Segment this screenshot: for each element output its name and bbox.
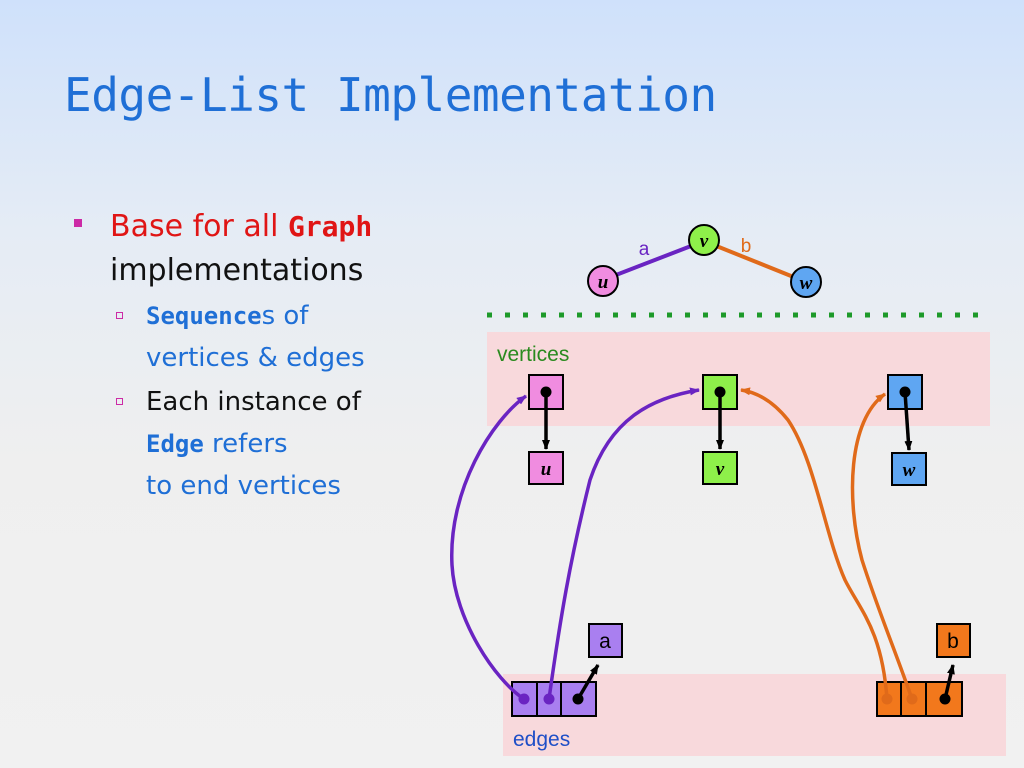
graph-vertex-u (587, 265, 619, 297)
subbullet-sequences: Sequences of vertices & edges (70, 295, 430, 379)
graph-edge-a-label: a (639, 239, 650, 260)
subbullet-edge-instance: Each instance of Edge refers to end vert… (70, 381, 430, 507)
graph-vertex-w-label: w (800, 273, 813, 294)
graph-vertex-w (790, 266, 822, 298)
edge-b-origin-pointer (881, 693, 893, 705)
subbullet-code-edge: Edge (146, 430, 204, 458)
graph-vertex-u-label: u (598, 272, 609, 293)
bullet-list: Base for all Graph implementations Seque… (70, 205, 430, 507)
vertices-region-label: vertices (497, 343, 569, 366)
vertex-element-v-label: v (716, 459, 725, 480)
bullet-code-graph: Graph (287, 210, 373, 243)
edge-b-element-pointer (939, 693, 951, 705)
edge-b-destination-arrow (850, 392, 914, 700)
edges-region-label: edges (513, 728, 570, 751)
slide-title: Edge-List Implementation (64, 68, 717, 122)
bullet-text-base: Base for all (110, 209, 288, 244)
edge-element-a (588, 623, 623, 658)
edge-a-origin-arrow (450, 394, 528, 701)
subbullet-text-s-of: s of (261, 301, 309, 331)
graph-vertex-v (688, 224, 720, 256)
vertex-element-w (891, 452, 927, 486)
abstract-graph: a b u v w (587, 224, 822, 298)
graph-edge-b-label: b (741, 236, 752, 257)
vertex-element-w-label: w (903, 460, 916, 481)
graph-vertex-v-label: v (700, 231, 709, 252)
edge-b-destination-pointer (906, 693, 918, 705)
edge-b-origin-arrow (740, 387, 889, 700)
subbullet-text-refers: refers (203, 429, 288, 459)
edge-element-a-label: a (599, 630, 611, 653)
vertex-element-u-label: u (541, 459, 552, 480)
vertex-element-u (528, 451, 564, 485)
graph-edge-b-line (703, 239, 807, 284)
subbullet-text-each-instance: Each instance of (146, 387, 361, 417)
edge-a-destination-pointer (543, 693, 555, 705)
edge-a-origin-pointer (518, 693, 530, 705)
vertex-element-v (702, 451, 738, 485)
edge-element-b (936, 623, 971, 658)
edge-a-element-arrow (576, 664, 600, 700)
subbullet-text-end-vertices: to end vertices (146, 471, 341, 501)
subbullet-text-vertices-edges: vertices & edges (146, 343, 365, 373)
subbullet-square-icon (116, 312, 123, 319)
graph-edge-a-line (602, 239, 705, 282)
subbullet-code-sequence: Sequence (146, 302, 262, 330)
bullet-base-for-all-graph: Base for all Graph implementations (70, 205, 430, 293)
edge-a-element-pointer (572, 693, 584, 705)
vertex-w-element-arrow (903, 391, 913, 451)
subbullet-square-icon (116, 398, 123, 405)
bullet-square-icon (74, 219, 82, 227)
edge-b-element-arrow (943, 664, 955, 700)
edge-element-b-label: b (947, 630, 959, 653)
bullet-text-implementations: implementations (110, 253, 364, 288)
edge-a-destination-arrow (547, 387, 700, 700)
